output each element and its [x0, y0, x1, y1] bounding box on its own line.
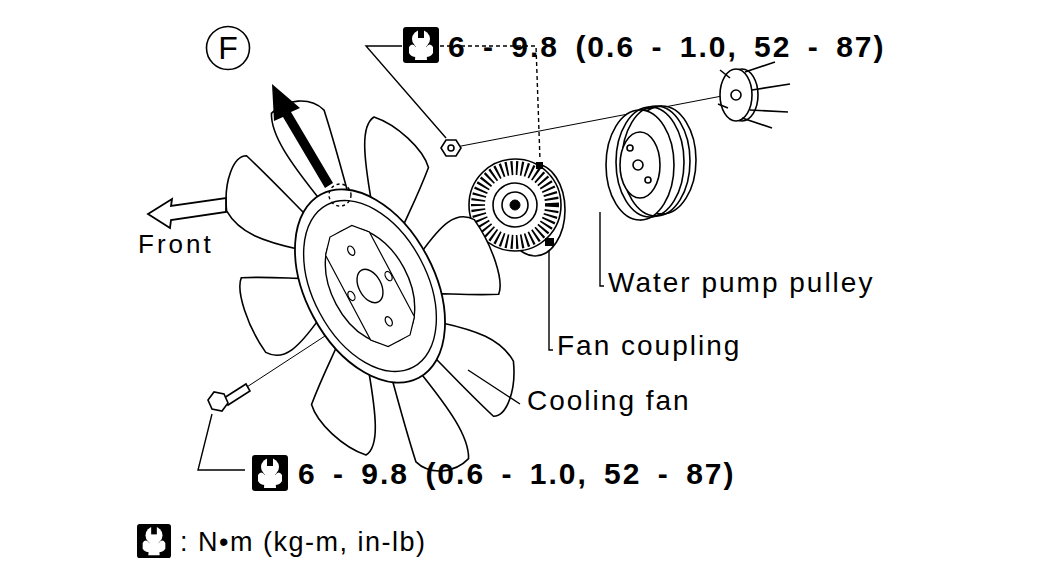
front-mark-arrow: [272, 84, 333, 188]
part-name: Fan coupling: [557, 332, 741, 360]
fan-coupling: [502, 192, 528, 218]
direction-label: Front: [138, 231, 214, 257]
water-pump-pulley: [633, 160, 643, 170]
leader-line: [600, 212, 604, 286]
pump-hub-flange: [745, 62, 775, 72]
bolt: [208, 392, 228, 411]
front-mark-arrow: [329, 184, 351, 206]
pump-hub-flange: [731, 90, 741, 100]
part-name: Water pump pulley: [608, 269, 874, 297]
front-arrow: [148, 198, 226, 228]
fan-coupling: [478, 168, 552, 242]
leader-line: [468, 370, 520, 404]
leader-line: [198, 414, 245, 470]
cooling-fan: [276, 178, 463, 394]
front-mark-circle: F: [205, 25, 251, 71]
cooling-fan: [384, 270, 394, 282]
torque-spec: 6 - 9.8 (0.6 - 1.0, 52 - 87): [448, 32, 886, 62]
cooling-fan: [346, 245, 356, 257]
cooling-fan: [319, 220, 421, 353]
water-pump-pulley: [620, 132, 660, 198]
part-name: Cooling fan: [527, 387, 691, 415]
leader-line: [398, 46, 540, 160]
water-pump-pulley: [606, 106, 696, 220]
fan-coupling: [545, 238, 554, 246]
cooling-fan: [307, 213, 433, 359]
pump-hub-flange: [742, 118, 772, 128]
circle-letter: F: [205, 25, 251, 71]
water-pump-pulley: [645, 177, 651, 183]
torque-spec: 6 - 9.8 (0.6 - 1.0, 52 - 87): [298, 459, 736, 489]
fan-coupling: [493, 183, 537, 227]
fan-coupling: [536, 162, 543, 169]
torque-symbol: [252, 455, 288, 491]
bolt: [208, 384, 250, 411]
unit-legend: : N•m (kg-m, in-lb): [180, 529, 426, 556]
torque-symbol: [403, 27, 439, 63]
nut: [441, 140, 461, 156]
cooling-fan: [160, 43, 580, 528]
nut: [441, 140, 461, 156]
front-mark-arrow: [272, 84, 351, 206]
nut: [448, 145, 454, 151]
pump-hub-flange: [718, 104, 728, 108]
cooling-fan: [352, 265, 389, 307]
leader-line: [549, 250, 553, 350]
water-pump-pulley: [616, 107, 684, 217]
cooling-fan: [264, 164, 476, 408]
pump-hub-flange: [718, 62, 790, 128]
front-arrow: [148, 198, 226, 228]
cooling-fan: [384, 315, 394, 327]
pump-hub-flange: [720, 69, 752, 121]
pump-hub-flange: [720, 70, 730, 78]
torque-symbol: [137, 524, 171, 558]
pump-hub-flange: [752, 84, 790, 90]
pump-hub-flange: [750, 110, 788, 112]
water-pump-pulley: [627, 145, 633, 151]
fan-coupling: [510, 200, 520, 210]
cooling-fan: [346, 290, 356, 302]
